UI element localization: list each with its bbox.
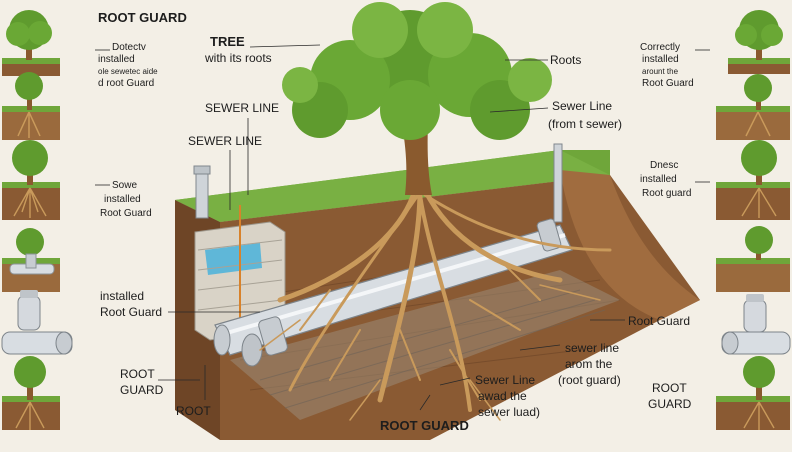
label-installed-left-1: installed: [100, 289, 144, 303]
label-root-guard-right: Root Guard: [628, 314, 690, 328]
tree: [282, 2, 552, 195]
vent-stack-right: [553, 143, 563, 223]
tree-roots: [259, 187, 612, 421]
thumb-tree-4: [2, 356, 60, 430]
label-root-guard-bottom: ROOT GUARD: [380, 418, 469, 433]
label-sewer-line-mid-3: (root guard): [558, 373, 621, 387]
label-sewer-line-bottom-3: sewer luad): [478, 405, 540, 419]
label-root: ROOT: [176, 404, 211, 418]
label-root-guard-left-2: GUARD: [120, 383, 164, 397]
thumb-tree-2: [2, 72, 60, 140]
left-thumbnails: [1, 10, 73, 430]
label-sewer-line-bottom-2: awad the: [478, 389, 527, 403]
right-note-1: Correctly installed arount the Root Guar…: [640, 42, 694, 89]
right-note-2-line-3: Root guard: [642, 188, 691, 199]
thumb-pipe-tree: [2, 228, 60, 292]
label-roots: Roots: [550, 53, 581, 67]
left-note-2-line-2: installed: [104, 194, 141, 205]
gravel-bed: [230, 270, 620, 420]
left-note-1: Dotectv installed ole sewetec aide d roo…: [98, 42, 158, 89]
label-root-guard-left-1: ROOT: [120, 367, 155, 381]
left-note-2-line-1: Sowe: [112, 180, 137, 191]
label-sewer-line-top: SEWER LINE: [205, 101, 279, 115]
label-sewer-line-right-sub: (from t sewer): [548, 117, 622, 131]
right-note-1-line-3: arount the: [642, 67, 679, 76]
left-note-2-line-3: Root Guard: [100, 208, 152, 219]
thumb-right-tree-2: [716, 74, 790, 140]
left-note-1-line-1: Dotectv: [112, 42, 146, 53]
label-sewer-line-bottom-1: Sewer Line: [475, 373, 535, 387]
thumb-hydrant: [1, 290, 73, 355]
tree-canopy: [282, 2, 552, 140]
label-root-guard-far-right-2: GUARD: [648, 397, 692, 411]
label-tree-sub: with its roots: [204, 51, 272, 65]
left-note-1-line-3: ole sewetec aide: [98, 67, 158, 76]
right-note-2-line-1: Dnesc: [650, 160, 678, 171]
right-thumbnails: [716, 10, 791, 430]
label-sewer-line-right: Sewer Line: [552, 99, 612, 113]
right-note-2: Dnesc installed Root guard: [640, 160, 691, 199]
right-note-1-line-4: Root Guard: [642, 78, 694, 89]
left-note-2: Sowe installed Root Guard: [100, 180, 152, 219]
thumb-right-tree-1: [728, 10, 790, 74]
label-sewer-line-left: SEWER LINE: [188, 134, 262, 148]
thumb-tree-1: [2, 10, 60, 76]
right-note-2-line-2: installed: [640, 174, 677, 185]
label-root-guard-far-right-1: ROOT: [652, 381, 687, 395]
soil-block: [175, 150, 700, 440]
labels: ROOT GUARD TREE with its roots Roots SEW…: [98, 10, 694, 433]
thumb-right-hydrant: [721, 294, 791, 355]
label-sewer-line-mid-1: sewer line: [565, 341, 619, 355]
left-note-1-line-4: d root Guard: [98, 78, 154, 89]
thumb-right-tree-3: [716, 140, 790, 220]
label-installed-left-2: Root Guard: [100, 305, 162, 319]
left-note-1-line-2: installed: [98, 54, 135, 65]
label-sewer-line-mid-2: arom the: [565, 357, 613, 371]
leader-lines: [95, 44, 710, 411]
access-chamber: [193, 165, 286, 350]
diagram-title: ROOT GUARD: [98, 10, 187, 25]
right-note-1-line-2: installed: [642, 54, 679, 65]
thumb-right-tree-5: [716, 356, 790, 430]
thumb-right-tree-4: [716, 226, 790, 292]
label-tree: TREE: [210, 34, 245, 49]
vent-stack-left: [195, 169, 209, 219]
right-note-1-line-1: Correctly: [640, 42, 680, 53]
thumb-tree-3: [2, 140, 60, 220]
